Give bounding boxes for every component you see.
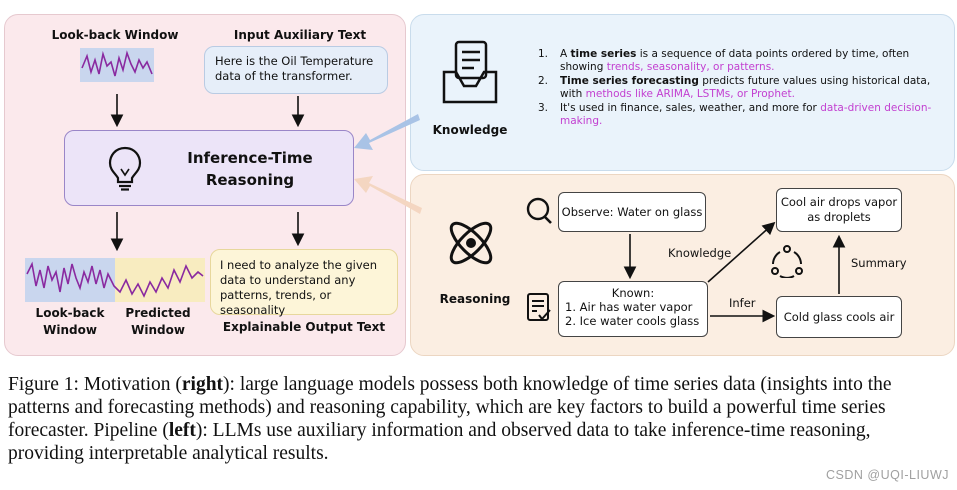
- aux-text: Here is the Oil Temperature data of the …: [215, 54, 374, 83]
- cold-glass-box: Cold glass cools air: [776, 296, 902, 338]
- inference-reasoning-box: Inference-Time Reasoning: [64, 130, 354, 206]
- knowledge-item: 3.It's used in finance, sales, weather, …: [538, 102, 932, 127]
- big-arrows: [354, 114, 422, 214]
- output-text: I need to analyze the given data to unde…: [220, 258, 377, 317]
- output-text-box: I need to analyze the given data to unde…: [210, 249, 398, 317]
- arrows-left: [110, 94, 305, 252]
- knowledge-list: 1.A time series is a sequence of data po…: [538, 48, 938, 129]
- checklist-icon: [527, 293, 551, 321]
- lightbulb-icon: [108, 146, 142, 191]
- known-item: 2. Ice water cools glass: [565, 314, 700, 328]
- edge-infer-label: Infer: [729, 296, 756, 310]
- known-title: Known:: [611, 286, 655, 300]
- lookback-label-line2: Window: [43, 323, 97, 337]
- lookback-label-line1: Look-back: [35, 306, 105, 320]
- known-item: 1. Air has water vapor: [565, 300, 693, 314]
- knowledge-item: 1.A time series is a sequence of data po…: [538, 48, 910, 73]
- predicted-label-line2: Window: [131, 323, 185, 337]
- knowledge-item: 2.Time series forecasting predicts futur…: [538, 75, 931, 100]
- aux-text-box: Here is the Oil Temperature data of the …: [204, 46, 388, 94]
- knowledge-inbox-icon: [442, 40, 498, 104]
- output-text-title: Explainable Output Text: [222, 320, 386, 334]
- reasoning-label-line1: Inference-Time: [187, 149, 313, 167]
- observe-box: Observe: Water on glass: [558, 192, 706, 232]
- aux-text-title: Input Auxiliary Text: [233, 28, 367, 42]
- reasoning-arrows: [623, 221, 846, 323]
- cycle-icon: [771, 245, 803, 278]
- magnifier-icon: [526, 197, 552, 224]
- forecast-series-plot: [25, 258, 205, 302]
- atom-icon: [449, 221, 493, 265]
- reasoning-label-line2: Reasoning: [205, 171, 295, 189]
- edge-knowledge-label: Knowledge: [668, 246, 732, 260]
- known-box: Known: 1. Air has water vapor 2. Ice wat…: [558, 281, 708, 337]
- predicted-label-line1: Predicted: [125, 306, 191, 320]
- knowledge-panel: [410, 14, 955, 171]
- lookback-series-thumbnail: [80, 48, 154, 82]
- figure-caption: Figure 1: Motivation (right): large lang…: [8, 374, 892, 464]
- knowledge-label: Knowledge: [432, 123, 508, 137]
- watermark: CSDN @UQI-LIUWJ: [826, 468, 949, 482]
- lookback-window-title: Look-back Window: [51, 28, 179, 42]
- reasoning-label: Reasoning: [439, 292, 511, 306]
- edge-summary-label: Summary: [851, 256, 907, 270]
